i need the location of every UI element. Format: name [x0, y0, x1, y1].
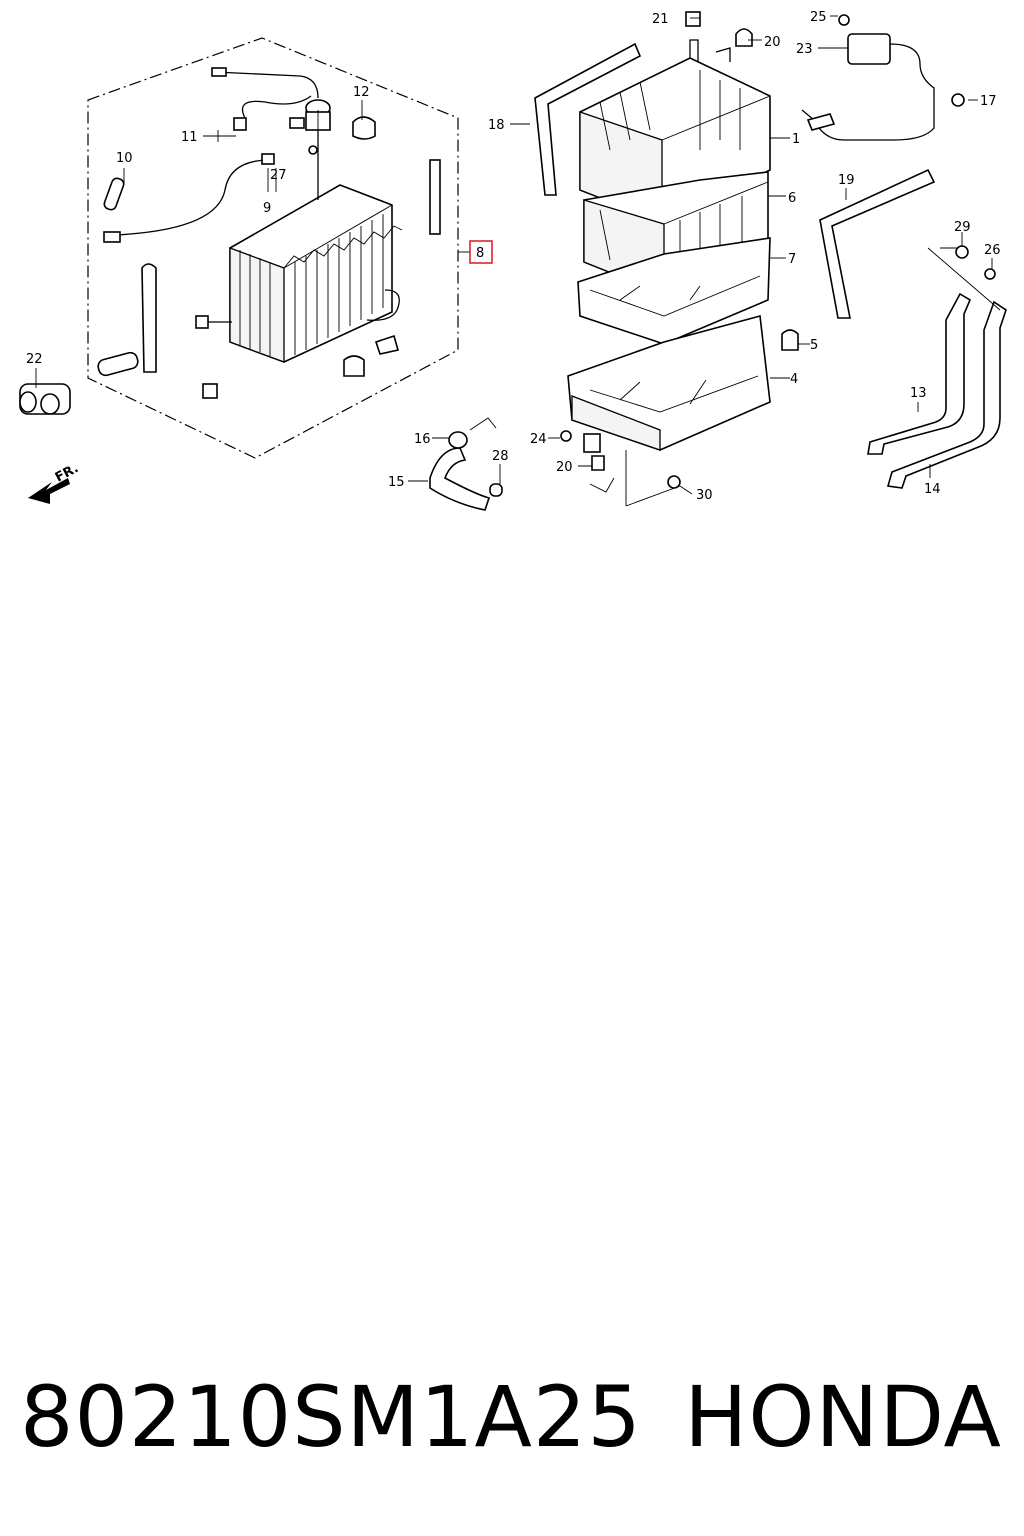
callout-5: 5 — [810, 338, 818, 353]
caption-bar: 80210SM1A25 HONDA — [0, 1362, 1024, 1482]
callout-8: 8 — [476, 246, 484, 261]
evaporator-group-outline — [87, 37, 459, 459]
seal-19 — [819, 168, 936, 319]
tube-sleeve — [97, 351, 139, 377]
thermostat-23 — [801, 33, 935, 141]
callout-14: 14 — [924, 482, 941, 497]
callout-23: 23 — [796, 42, 813, 57]
clip-21 — [685, 11, 701, 27]
small-block — [202, 383, 218, 399]
parts-diagram: FR. — [19, 10, 1007, 511]
clip-5 — [781, 329, 799, 351]
case-section-7 — [577, 237, 771, 345]
evaporator-core — [195, 184, 403, 363]
callout-18: 18 — [488, 118, 505, 133]
callout-30: 30 — [696, 488, 713, 503]
callout-1: 1 — [792, 132, 800, 147]
callout-29: 29 — [954, 220, 971, 235]
clip-20-bottom — [591, 455, 605, 471]
bracket-14 — [886, 300, 1007, 489]
case-lower-4 — [567, 314, 771, 453]
callout-6: 6 — [788, 191, 796, 206]
callout-16: 16 — [414, 432, 431, 447]
drain-hose-15 — [429, 447, 491, 511]
clip-20-top — [735, 28, 753, 47]
callout-20-top: 20 — [764, 35, 781, 50]
callout-8-highlight — [469, 240, 493, 264]
callout-22: 22 — [26, 352, 43, 367]
part-8-seal — [429, 159, 441, 235]
brand-name: HONDA — [684, 1368, 1002, 1466]
bracket-13 — [867, 292, 972, 455]
callout-4: 4 — [790, 372, 798, 387]
callout-labels: 1 4 5 6 7 8 9 10 11 12 13 14 15 16 17 18… — [26, 10, 1001, 503]
screw-17 — [951, 93, 965, 107]
callout-17: 17 — [980, 94, 997, 109]
callout-19: 19 — [838, 173, 855, 188]
screw-28 — [489, 483, 503, 497]
callout-28: 28 — [492, 449, 509, 464]
callout-21: 21 — [652, 12, 669, 27]
part-number: 80210SM1A25 — [20, 1368, 642, 1466]
part-10-sleeve — [103, 177, 125, 211]
grommet-16 — [448, 431, 468, 449]
screw-24 — [560, 430, 572, 442]
clip-a — [343, 355, 365, 377]
callout-15: 15 — [388, 475, 405, 490]
leader-lines — [35, 15, 1001, 507]
callout-27: 27 — [270, 168, 287, 183]
callout-10: 10 — [116, 151, 133, 166]
front-direction-arrow: FR. — [28, 461, 81, 504]
callout-7: 7 — [788, 252, 796, 267]
clip-b — [374, 334, 400, 355]
seal-18 — [534, 42, 642, 196]
screw-26 — [984, 268, 996, 280]
callout-26: 26 — [984, 243, 1001, 258]
grommet-22 — [19, 383, 71, 415]
callout-20-bottom: 20 — [556, 460, 573, 475]
callout-9: 9 — [263, 201, 271, 216]
screw-25 — [838, 14, 850, 26]
callout-24: 24 — [530, 432, 547, 447]
callout-13: 13 — [910, 386, 927, 401]
drain-seal — [141, 263, 157, 373]
part-12-clip — [352, 116, 376, 140]
callout-12: 12 — [353, 85, 370, 100]
callout-25: 25 — [810, 10, 827, 25]
callout-11: 11 — [181, 130, 198, 145]
